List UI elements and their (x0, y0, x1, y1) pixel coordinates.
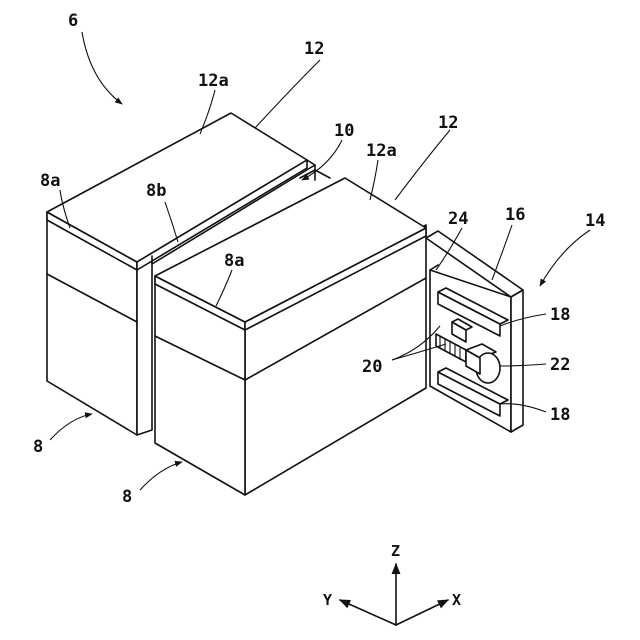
label-motor: 22 (550, 355, 570, 375)
block-right-arrow (140, 462, 182, 490)
x-axis (396, 600, 448, 625)
label-screw: 20 (362, 357, 382, 377)
label-top-right: 8a (224, 251, 244, 271)
pad-top-right-leader (370, 160, 378, 200)
label-block-right: 8 (122, 487, 132, 507)
z-axis-label: Z (391, 542, 400, 560)
label-pad-top-left: 12a (198, 71, 229, 91)
label-pad-top-right: 12a (366, 141, 397, 161)
label-groove: 8b (146, 181, 166, 201)
assembly-arrow (82, 32, 122, 104)
unit-arrow (540, 230, 590, 286)
frame-leader (492, 225, 512, 280)
block-left-arrow (50, 414, 92, 440)
label-pad-right: 12 (438, 113, 458, 133)
label-bracket: 24 (448, 209, 468, 229)
pad-left-leader (255, 60, 320, 128)
y-axis (340, 600, 396, 625)
pad-right-leader (395, 130, 450, 200)
label-top-left: 8a (40, 171, 60, 191)
left-block-side-face (137, 256, 152, 435)
label-assembly: 6 (68, 11, 78, 31)
label-rail-bottom: 18 (550, 405, 570, 425)
axis-triad: Z Y X (323, 542, 461, 625)
label-rail-top: 18 (550, 305, 570, 325)
drive-unit (426, 231, 523, 432)
label-unit: 14 (585, 211, 605, 231)
label-gap: 10 (334, 121, 354, 141)
left-block-back-edge (307, 160, 315, 165)
label-frame: 16 (505, 205, 525, 225)
x-axis-label: X (452, 591, 461, 609)
y-axis-label: Y (323, 591, 332, 609)
label-pad-left: 12 (304, 39, 324, 59)
frame-side (511, 290, 523, 432)
label-block-left: 8 (33, 437, 43, 457)
